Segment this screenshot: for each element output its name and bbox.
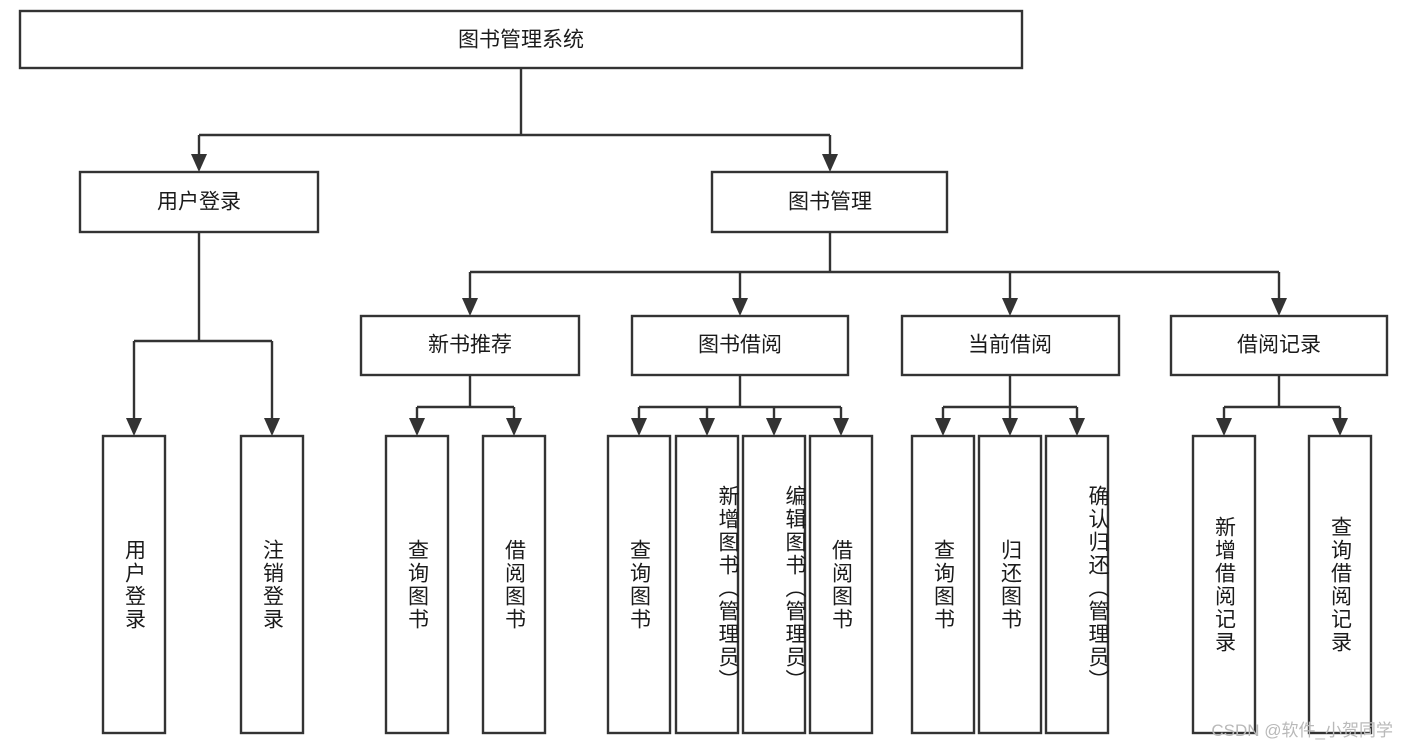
arrow-leaf-return-book-icon (1002, 418, 1018, 436)
arrow-leaf-query-record-icon (1332, 418, 1348, 436)
leaf-add-record-box[interactable] (1191, 434, 1257, 735)
node-book-borrow[interactable]: 图书借阅 (630, 314, 850, 377)
leaf-query-book-3-box[interactable] (910, 434, 976, 735)
leaf-logout-box[interactable] (239, 434, 305, 735)
node-book-management-box[interactable] (710, 170, 949, 234)
arrow-to-borrow-record-icon (1271, 298, 1287, 316)
node-book-management-label: 图书管理 (788, 191, 872, 214)
connector-group-current-borrow (935, 375, 1085, 436)
arrow-leaf-query-book-2-icon (631, 418, 647, 436)
arrow-leaf-query-book-1-icon (409, 418, 425, 436)
node-user-login-label: 用户登录 (157, 191, 241, 214)
leaf-borrow-book-2-box[interactable] (808, 434, 874, 735)
arrow-leaf-confirm-return-icon (1069, 418, 1085, 436)
leaf-query-record-box[interactable] (1307, 434, 1373, 735)
arrow-to-book-management-icon (822, 154, 838, 172)
node-root-label: 图书管理系统 (458, 29, 584, 52)
connector-group-new-book-recommend (409, 375, 522, 436)
node-root-box[interactable] (18, 9, 1024, 70)
arrow-leaf-edit-book-icon (766, 418, 782, 436)
node-borrow-record[interactable]: 借阅记录 (1169, 314, 1389, 377)
arrow-leaf-borrow-book-1-icon (506, 418, 522, 436)
leaf-query-book-1-box[interactable] (384, 434, 450, 735)
node-user-login[interactable]: 用户登录 (78, 170, 320, 234)
arrow-to-user-login-icon (191, 154, 207, 172)
leaf-add-book-box[interactable] (674, 434, 740, 735)
node-user-login-box[interactable] (78, 170, 320, 234)
arrow-leaf-add-book-icon (699, 418, 715, 436)
node-borrow-record-label: 借阅记录 (1237, 334, 1321, 357)
leaf-return-book-box[interactable] (977, 434, 1043, 735)
node-new-book-recommend-label: 新书推荐 (428, 334, 512, 357)
arrow-leaf-user-login-icon (126, 418, 142, 436)
connector-group-book-management (462, 232, 1287, 316)
node-root[interactable]: 图书管理系统 (18, 9, 1024, 70)
arrow-leaf-query-book-3-icon (935, 418, 951, 436)
leaf-query-book-2-box[interactable] (606, 434, 672, 735)
arrow-leaf-logout-icon (264, 418, 280, 436)
leaf-boxes-group (101, 434, 1373, 735)
connector-group-root (191, 68, 838, 172)
connector-group-user-login (126, 232, 280, 436)
node-new-book-recommend-box[interactable] (359, 314, 581, 377)
arrow-to-current-borrow-icon (1002, 298, 1018, 316)
node-book-management[interactable]: 图书管理 (710, 170, 949, 234)
arrow-to-book-borrow-icon (732, 298, 748, 316)
node-book-borrow-label: 图书借阅 (698, 334, 782, 357)
arrow-leaf-add-record-icon (1216, 418, 1232, 436)
node-current-borrow[interactable]: 当前借阅 (900, 314, 1121, 377)
connector-group-borrow-record (1216, 375, 1348, 436)
arrow-leaf-borrow-book-2-icon (833, 418, 849, 436)
node-new-book-recommend[interactable]: 新书推荐 (359, 314, 581, 377)
leaf-borrow-book-1-box[interactable] (481, 434, 547, 735)
csdn-watermark: CSDN @软件_小贺同学 (1211, 721, 1393, 740)
leaf-user-login-box[interactable] (101, 434, 167, 735)
node-book-borrow-box[interactable] (630, 314, 850, 377)
leaf-edit-book-box[interactable] (741, 434, 807, 735)
connector-group-book-borrow (631, 375, 849, 436)
node-current-borrow-box[interactable] (900, 314, 1121, 377)
node-current-borrow-label: 当前借阅 (968, 334, 1052, 357)
leaf-confirm-return-box[interactable] (1044, 434, 1110, 735)
node-borrow-record-box[interactable] (1169, 314, 1389, 377)
arrow-to-new-book-recommend-icon (462, 298, 478, 316)
